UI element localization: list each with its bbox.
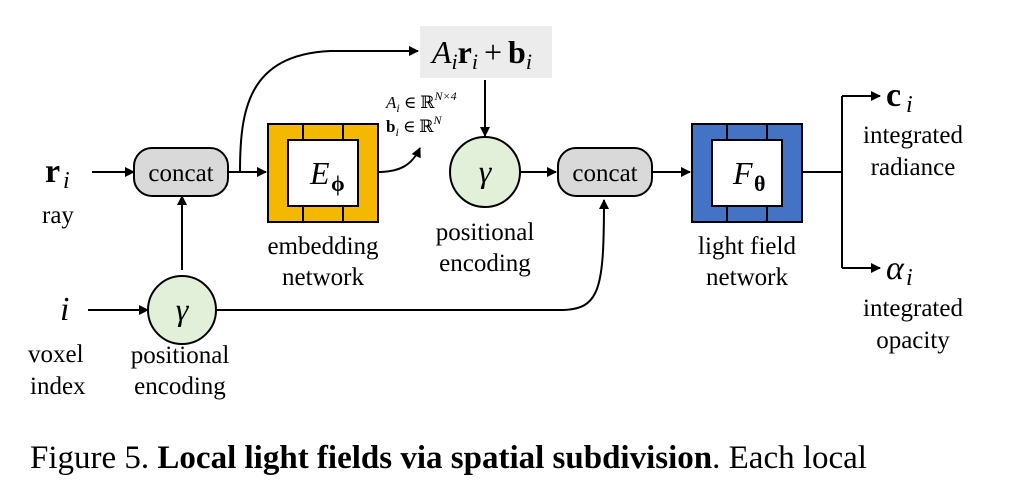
alpha-symbol: α [886, 250, 905, 287]
light-subscript: θ [754, 171, 765, 196]
gamma-1: γ [176, 291, 190, 327]
embed-subscript: ϕ [331, 171, 345, 196]
input-ray: r i ray [42, 153, 74, 229]
c-symbol: c [886, 77, 901, 114]
output-radiance: c i integrated radiance [863, 77, 963, 181]
architecture-diagram: r i ray i voxel index concat γ positiona… [28, 26, 963, 400]
affine-r: r [458, 34, 472, 70]
edge-embed-to-annotation [377, 147, 421, 173]
edge-posenc1-to-concat2 [216, 199, 609, 311]
voxel-label-line2: index [30, 373, 86, 400]
embed-label-line1: embedding [267, 233, 379, 260]
light-label-line2: network [706, 264, 788, 291]
caption-suffix: . Each local [712, 440, 867, 476]
dimension-annotation: Ai∈ℝN×4 bi∈ℝN [385, 89, 457, 139]
c-subscript: i [906, 92, 913, 118]
connections [88, 46, 881, 315]
embed-symbol: E [309, 155, 330, 191]
embed-label-line2: network [282, 264, 364, 291]
posenc-2-line2: encoding [439, 250, 531, 277]
affine-expression: Airi+bi [430, 34, 532, 74]
affine-A-sub: i [452, 49, 458, 74]
affine-b: b [508, 34, 526, 70]
embedding-network: E ϕ embedding network [267, 123, 379, 291]
affine-r-sub: i [472, 49, 478, 74]
concat-node-2: concat [557, 147, 653, 197]
voxel-label-line1: voxel [28, 341, 84, 368]
radiance-label-line1: integrated [863, 122, 963, 149]
affine-transform-box: Airi+bi [420, 26, 552, 78]
concat-1-label: concat [148, 160, 213, 187]
edge-concat1-to-affine [239, 46, 419, 173]
b-dimension: bi∈ℝN [386, 113, 443, 139]
A-dimension: Ai∈ℝN×4 [385, 89, 457, 115]
posenc-1-line2: encoding [134, 373, 226, 400]
figure-caption: Figure 5. Local light fields via spatial… [30, 440, 1000, 477]
affine-A: A [430, 34, 452, 70]
voxel-symbol: i [60, 291, 69, 328]
ray-subscript: i [63, 168, 70, 194]
posenc-2-line1: positional [436, 219, 535, 246]
output-opacity: α i integrated opacity [863, 250, 963, 354]
caption-title: Local light fields via spatial subdivisi… [157, 440, 713, 476]
posenc-1-line1: positional [131, 342, 230, 369]
positional-encoding-node-2: γ positional encoding [436, 136, 535, 277]
positional-encoding-node-1: γ positional encoding [131, 275, 230, 400]
input-voxel-index: i voxel index [28, 291, 86, 400]
opacity-label-line2: opacity [876, 327, 950, 354]
affine-b-sub: i [526, 49, 532, 74]
radiance-label-line2: radiance [871, 154, 956, 181]
caption-prefix: Figure 5. [30, 440, 150, 476]
affine-plus: + [484, 34, 502, 70]
alpha-subscript: i [906, 265, 913, 291]
opacity-label-line1: integrated [863, 295, 963, 322]
light-field-network: F θ light field network [691, 123, 803, 291]
light-symbol: F [732, 155, 753, 191]
ray-symbol: r [45, 153, 60, 190]
ray-label: ray [42, 202, 74, 229]
light-label-line1: light field [698, 233, 796, 260]
gamma-2: γ [479, 153, 493, 189]
concat-node-1: concat [133, 147, 229, 197]
concat-2-label: concat [572, 160, 637, 187]
